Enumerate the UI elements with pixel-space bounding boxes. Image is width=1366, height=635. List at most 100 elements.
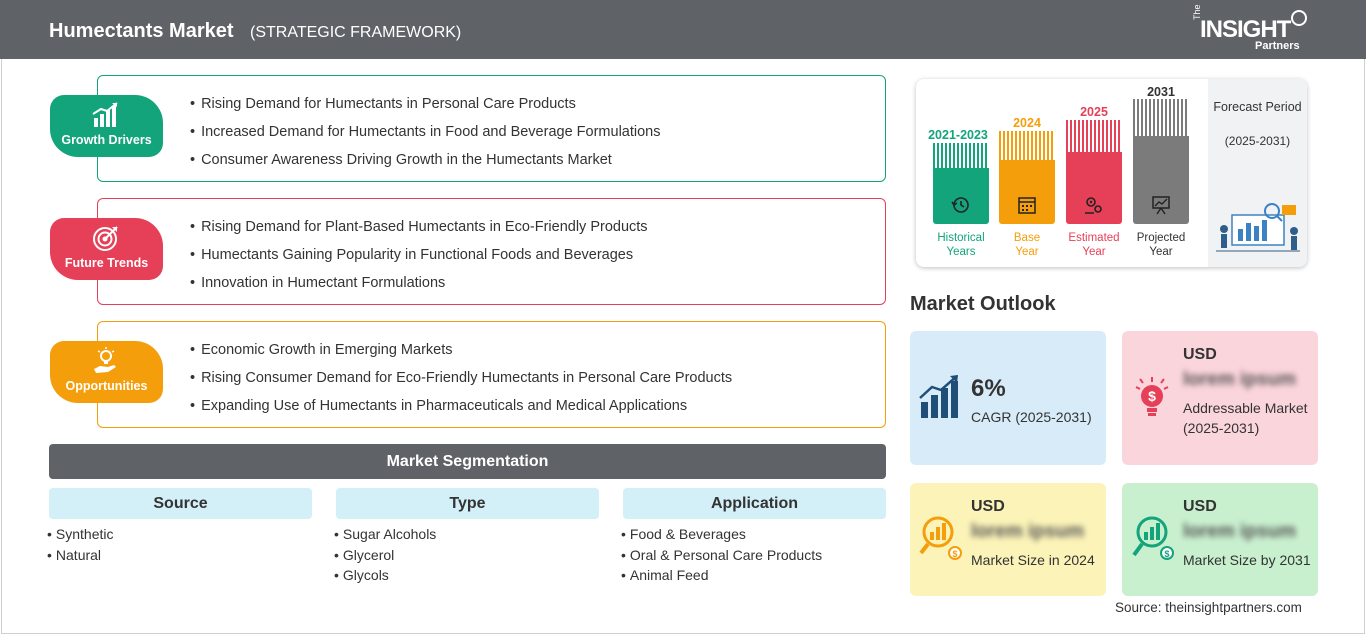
page-subtitle: (STRATEGIC FRAMEWORK)	[250, 24, 462, 41]
segment-list-type: Sugar Alcohols Glycerol Glycols	[334, 526, 436, 588]
timeline-bar-stripes	[1066, 120, 1122, 152]
badge-label: Growth Drivers	[61, 133, 152, 147]
cagr-value: 6%	[971, 375, 1006, 402]
list-item: Oral & Personal Care Products	[621, 547, 822, 568]
growth-chart-icon	[919, 375, 958, 418]
logo-main: INSIGHT	[1200, 16, 1291, 43]
size-2024-label: Market Size in 2024	[971, 552, 1095, 568]
list-item: Animal Feed	[621, 567, 822, 588]
list-item: Food & Beverages	[621, 526, 822, 547]
timeline-caption-line: Base	[1013, 232, 1041, 244]
magnifier-chart-icon: $	[1132, 516, 1174, 560]
addressable-value: lorem ipsum	[1183, 369, 1296, 390]
badge-label: Opportunities	[65, 379, 148, 393]
market-size-2024-card: $ USD lorem ipsum Market Size in 2024	[910, 483, 1106, 596]
timeline-bar-stripes	[999, 131, 1055, 160]
timeline-caption-line: Years	[946, 246, 976, 258]
cagr-label: CAGR (2025-2031)	[971, 409, 1092, 425]
timeline-caption-line: Year	[1082, 246, 1106, 258]
logo-partners: Partners	[1255, 40, 1300, 52]
segment-header-type: Type	[336, 488, 599, 519]
opportunities-list: Economic Growth in Emerging Markets Risi…	[190, 342, 732, 426]
list-item: Glycerol	[334, 547, 436, 568]
segmentation-title: Market Segmentation	[49, 444, 886, 479]
timeline-year-label: 2024	[1013, 116, 1041, 130]
gears-icon	[1085, 197, 1102, 214]
timeline-caption-line: Year	[1149, 246, 1173, 258]
timeline-bar-solid	[1133, 136, 1189, 224]
timeline-year-label: 2025	[1080, 105, 1108, 119]
list-item: Sugar Alcohols	[334, 526, 436, 547]
list-item: Synthetic	[47, 526, 114, 547]
magnifier-chart-icon: $	[919, 516, 962, 560]
timeline-caption-line: Projected	[1136, 232, 1186, 244]
forecast-period-title: Forecast Period	[1213, 100, 1302, 114]
list-item: Increased Demand for Humectants in Food …	[190, 124, 660, 152]
addressable-label: Addressable Market (2025-2031)	[1183, 400, 1308, 436]
timeline-bar-solid	[933, 168, 989, 224]
source-note: Source: theinsightpartners.com	[1115, 600, 1302, 615]
list-item: Rising Demand for Plant-Based Humectants…	[190, 219, 647, 247]
timeline-bar-stripes	[933, 143, 989, 168]
presentation-icon	[1152, 196, 1170, 215]
timeline-bar	[999, 131, 1055, 224]
timeline-bar-solid	[1066, 152, 1122, 224]
list-item: Rising Consumer Demand for Eco-Friendly …	[190, 370, 732, 398]
content-frame	[1, 59, 1365, 634]
list-item: Innovation in Humectant Formulations	[190, 275, 648, 303]
list-item: Rising Demand for Humectants in Personal…	[190, 96, 660, 124]
target-icon	[93, 226, 118, 251]
timeline-caption-line: Estimated	[1068, 232, 1120, 244]
forecast-period-panel: Forecast Period (2025-2031)	[1208, 79, 1307, 267]
dollar-bulb-icon: $	[1135, 377, 1169, 416]
addressable-currency: USD	[1183, 346, 1217, 363]
timeline-year-label: 2021-2023	[928, 128, 988, 142]
logo-ring-icon	[1291, 10, 1307, 26]
timeline-bar-stripes	[1133, 99, 1189, 136]
timeline-bar	[1133, 99, 1189, 224]
segment-list-application: Food & Beverages Oral & Personal Care Pr…	[621, 526, 822, 588]
page-title: Humectants Market	[49, 20, 234, 42]
badge-label: Future Trends	[64, 256, 149, 270]
growth-drivers-box: Rising Demand for Humectants in Personal…	[97, 75, 886, 182]
segment-list-source: Synthetic Natural	[47, 526, 114, 567]
cagr-card: 6% CAGR (2025-2031)	[910, 331, 1106, 465]
market-outlook-title: Market Outlook	[910, 293, 1056, 315]
svg-text:$: $	[1148, 388, 1156, 404]
size-2024-currency: USD	[971, 498, 1005, 515]
addressable-market-card: $ USD lorem ipsum Addressable Market (20…	[1122, 331, 1318, 465]
opportunities-badge: Opportunities	[50, 341, 163, 403]
growth-drivers-badge: Growth Drivers	[50, 95, 163, 157]
analytics-people-icon	[1216, 203, 1300, 252]
history-icon	[951, 197, 969, 213]
size-2031-label: Market Size by 2031	[1183, 552, 1311, 568]
list-item: Humectants Gaining Popularity in Functio…	[190, 247, 648, 275]
future-trends-list: Rising Demand for Plant-Based Humectants…	[190, 219, 648, 303]
bar-chart-growth-icon	[92, 102, 118, 127]
timeline-year-label: 2031	[1147, 85, 1175, 99]
list-item: Glycols	[334, 567, 436, 588]
size-2031-value: lorem ipsum	[1183, 521, 1296, 542]
insight-partners-logo[interactable]: The INSIGHT Partners	[1192, 4, 1312, 54]
header-bar: Humectants Market (STRATEGIC FRAMEWORK) …	[0, 0, 1366, 59]
calendar-icon	[1018, 197, 1036, 214]
list-item: Expanding Use of Humectants in Pharmaceu…	[190, 398, 732, 426]
svg-text:$: $	[1164, 549, 1169, 559]
timeline-bar	[933, 143, 989, 224]
timeline-caption-line: Year	[1015, 246, 1039, 258]
list-item: Natural	[47, 547, 114, 568]
future-trends-box: Rising Demand for Plant-Based Humectants…	[97, 198, 886, 305]
list-item: Economic Growth in Emerging Markets	[190, 342, 732, 370]
market-size-2031-card: $ USD lorem ipsum Market Size by 2031	[1122, 483, 1318, 596]
opportunities-box: Economic Growth in Emerging Markets Risi…	[97, 321, 886, 428]
lightbulb-hand-icon	[94, 347, 116, 373]
timeline-bar-solid	[999, 160, 1055, 224]
future-trends-badge: Future Trends	[50, 218, 163, 280]
segment-header-application: Application	[623, 488, 886, 519]
timeline-caption-line: Historical	[937, 232, 985, 244]
growth-drivers-list: Rising Demand for Humectants in Personal…	[190, 96, 660, 180]
timeline-bar	[1066, 120, 1122, 224]
